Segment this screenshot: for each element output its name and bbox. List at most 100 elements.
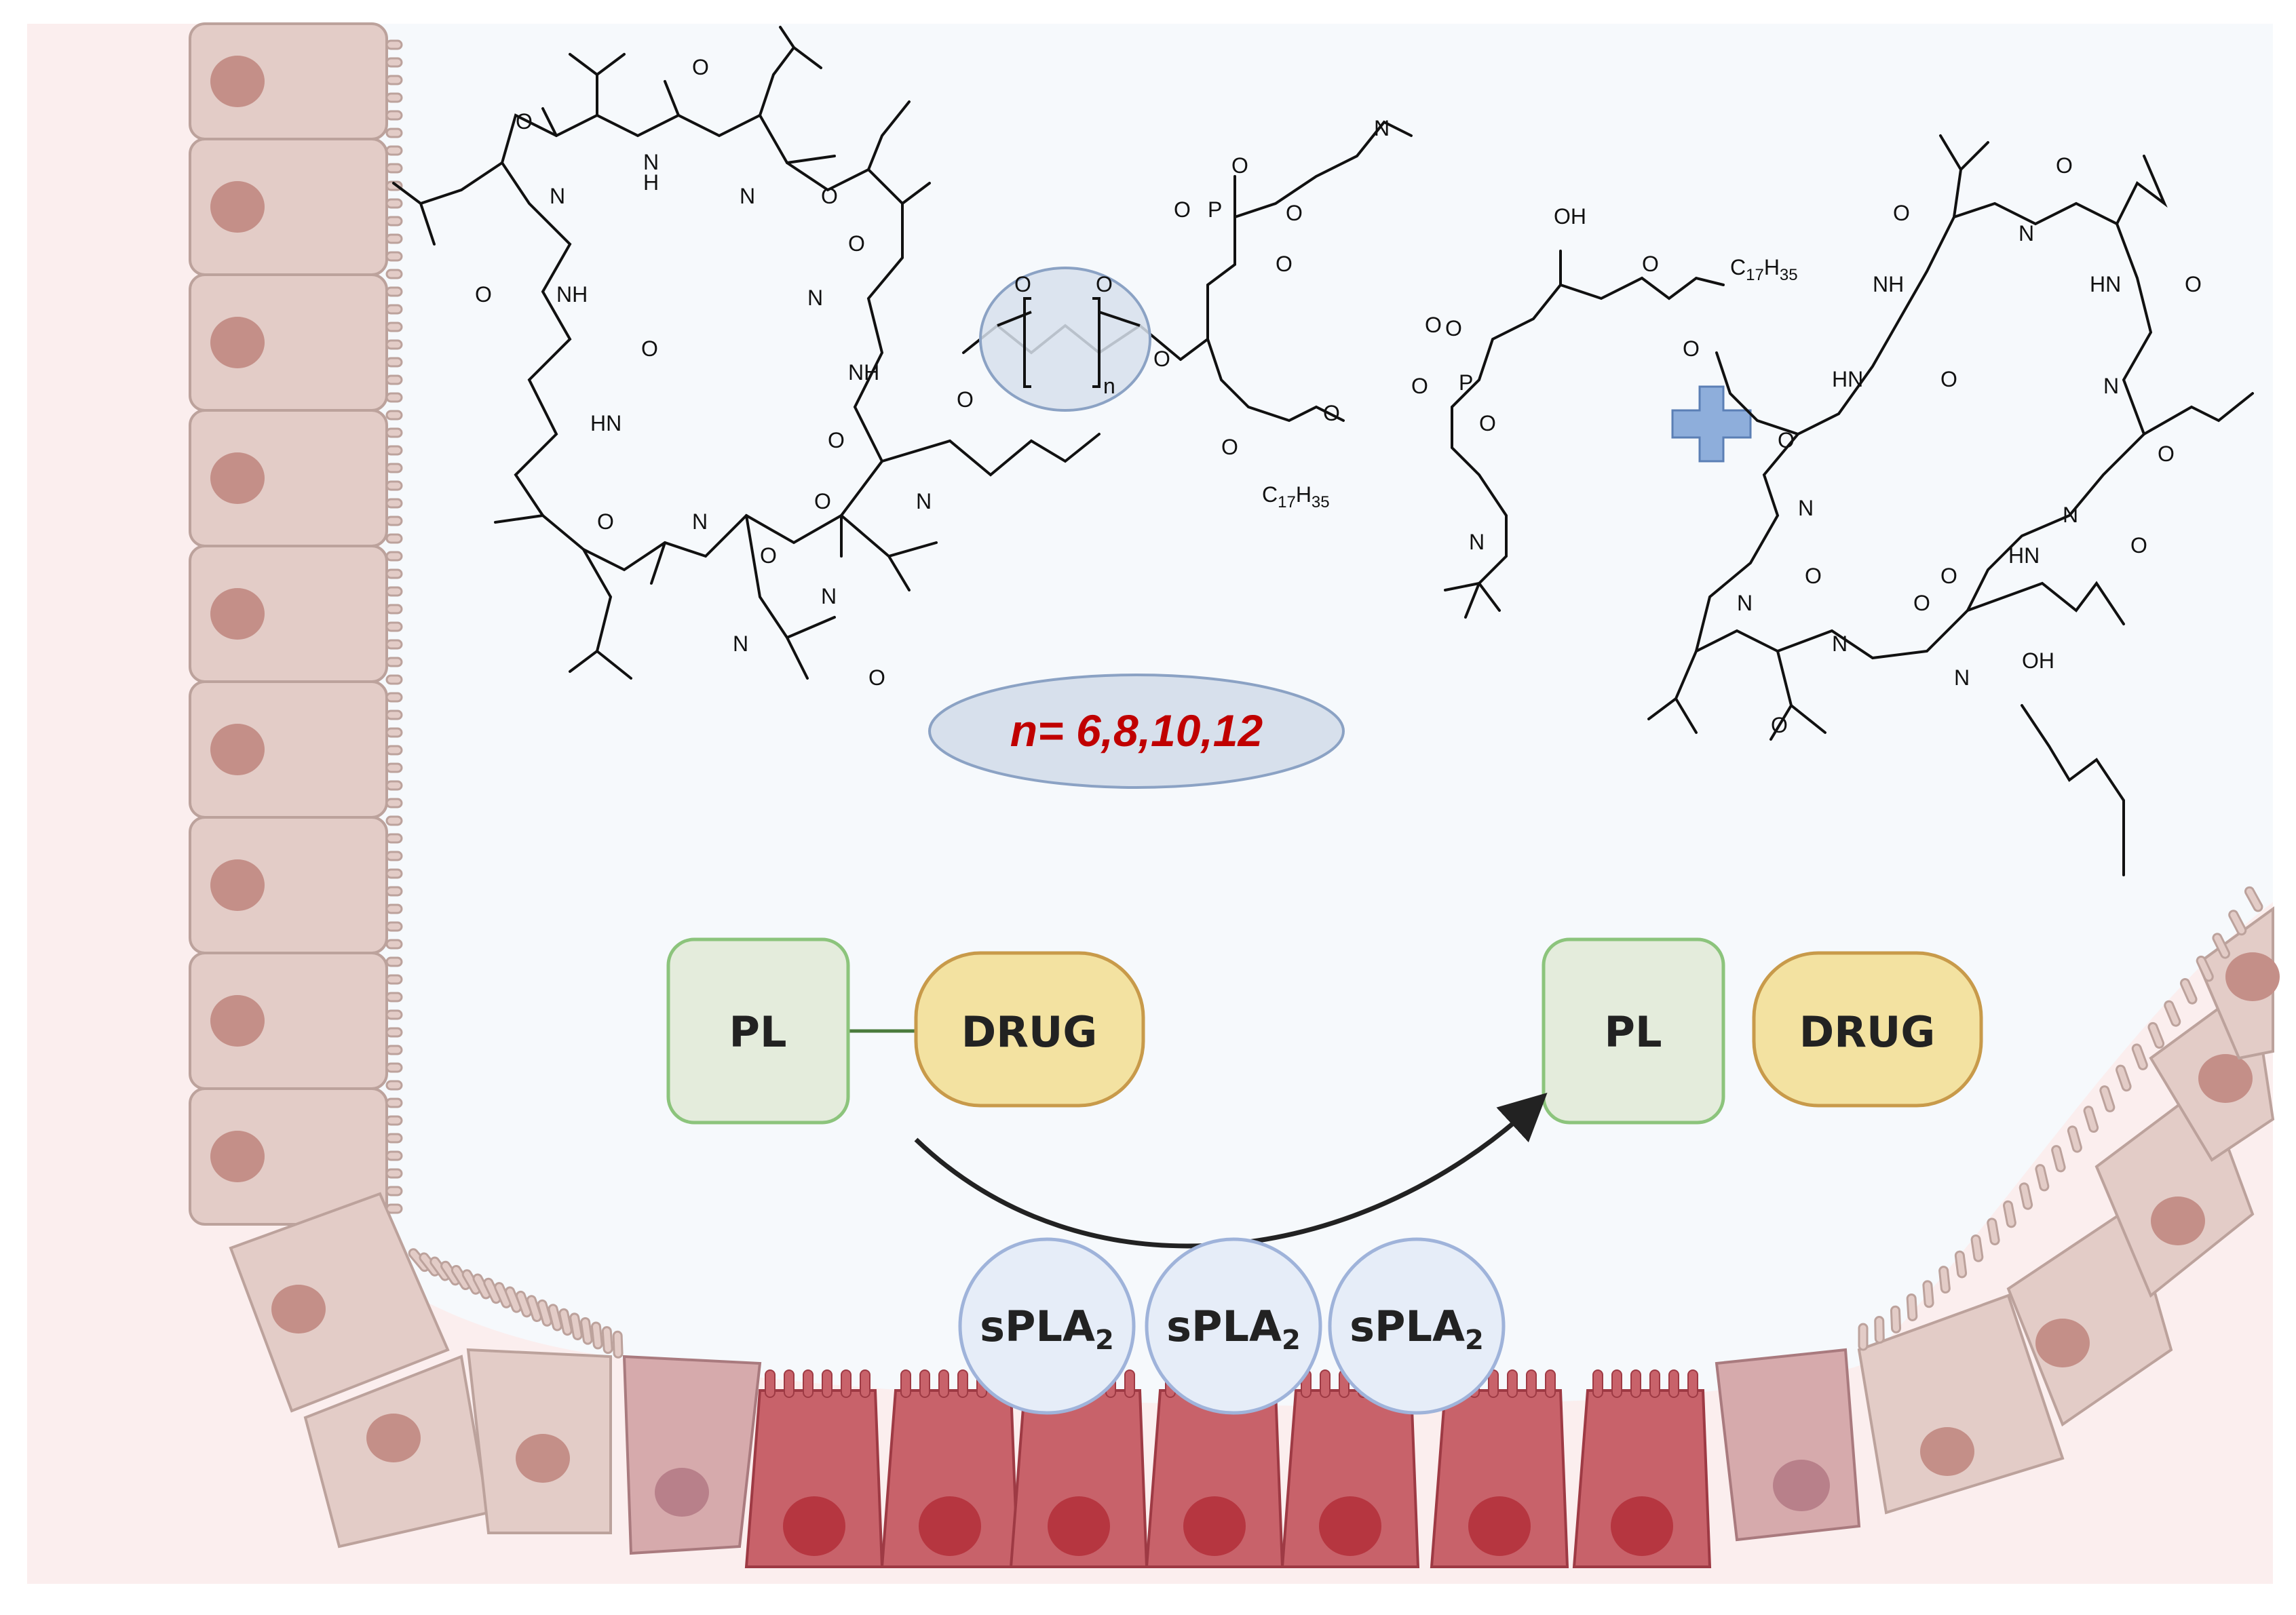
prodrug-pl-box [666, 937, 850, 1125]
right-left-atom-labels: OH OO OPO OON [1411, 204, 1700, 554]
nucleus [2198, 1054, 2253, 1103]
microvillus [1890, 1305, 1902, 1334]
plus-icon [1671, 385, 1752, 463]
microvillus [385, 427, 403, 438]
microvillus [385, 286, 403, 297]
microvillus [1320, 1369, 1331, 1398]
svg-text:O: O [1771, 713, 1788, 737]
microvillus [385, 974, 403, 985]
svg-text:HN: HN [590, 411, 621, 435]
svg-text:O: O [516, 109, 533, 134]
prodrug-drug-box [914, 951, 1145, 1108]
microvillus [385, 92, 403, 103]
microvillus [385, 1203, 403, 1214]
n-range-ellipse [928, 674, 1345, 789]
enzyme-circle [1328, 1237, 1506, 1415]
svg-text:N: N [1798, 496, 1814, 520]
microvillus [2067, 1125, 2082, 1153]
microvillus [385, 657, 403, 667]
released-drug-structure [1647, 134, 2254, 876]
svg-text:O: O [1893, 201, 1910, 225]
microvillus [601, 1326, 613, 1355]
svg-text:P: P [1208, 197, 1222, 222]
linker-bracket [997, 297, 1141, 388]
svg-text:O: O [1096, 272, 1113, 296]
released-pl-box [1542, 937, 1725, 1125]
left-c17h35-upper: C17H35 [1262, 482, 1330, 511]
microvillus [1687, 1369, 1698, 1398]
svg-text:O: O [2185, 272, 2202, 296]
microvillus [385, 269, 403, 279]
normal-cell [229, 1192, 450, 1413]
svg-text:O: O [1778, 428, 1795, 452]
bracket-subscript: n [1103, 374, 1115, 398]
nucleus [919, 1496, 981, 1556]
svg-text:HN: HN [2008, 543, 2040, 568]
microvillus [2131, 1043, 2148, 1070]
nucleus [1468, 1496, 1531, 1556]
svg-text:N: N [1374, 116, 1390, 140]
microvillus [385, 815, 403, 826]
microvillus [385, 551, 403, 562]
microvillus [385, 515, 403, 526]
microvillus [1526, 1369, 1537, 1398]
svg-text:OH: OH [1554, 204, 1586, 229]
microvillus [385, 128, 403, 138]
svg-text:O: O [1425, 313, 1442, 337]
svg-text:O: O [1323, 401, 1340, 425]
prodrug-pl-label: PL [729, 1007, 787, 1057]
microvillus [2164, 1000, 2181, 1027]
svg-text:O: O [692, 55, 709, 79]
svg-text:O: O [1153, 347, 1170, 371]
nucleus [516, 1434, 570, 1483]
microvillus [385, 39, 403, 50]
svg-text:N: N [821, 584, 837, 608]
microvillus [580, 1317, 593, 1345]
microvillus [2099, 1085, 2116, 1112]
svg-text:O: O [2056, 153, 2073, 178]
microvillus [385, 586, 403, 597]
svg-text:O: O [848, 231, 865, 256]
microvillus [385, 304, 403, 315]
microvillus [385, 75, 403, 85]
microvillus [385, 780, 403, 791]
microvillus [385, 709, 403, 720]
svg-text:O: O [814, 489, 831, 513]
svg-text:O: O [1683, 336, 1700, 361]
nucleus [1319, 1496, 1381, 1556]
microvillus [385, 374, 403, 385]
microvillus [385, 762, 403, 773]
svg-text:N: N [1737, 591, 1753, 615]
nucleus [2225, 952, 2280, 1001]
microvillus [2116, 1064, 2132, 1092]
microvillus [385, 692, 403, 703]
microvillus [558, 1308, 573, 1336]
microvillus [1545, 1369, 1556, 1398]
microvillus [385, 568, 403, 579]
released-drug-label: DRUG [1799, 1007, 1935, 1057]
svg-text:O: O [1276, 252, 1293, 276]
normal-cell [2006, 1205, 2173, 1427]
svg-text:O: O [1231, 153, 1248, 178]
svg-text:O: O [821, 184, 838, 208]
svg-text:O: O [1940, 367, 1957, 391]
microvillus [385, 498, 403, 509]
microvillus [385, 833, 403, 844]
microvillus [957, 1369, 968, 1398]
microvillus [1592, 1369, 1603, 1398]
microvillus [385, 445, 403, 456]
microvillus [385, 339, 403, 350]
microvillus [385, 57, 403, 68]
microvillus [385, 1045, 403, 1055]
right-c17h35: C17H35 [1730, 255, 1798, 284]
nucleus [2035, 1319, 2090, 1367]
microvillus [822, 1369, 833, 1398]
microvillus [2212, 933, 2231, 959]
nucleus [1920, 1427, 1974, 1476]
microvillus [385, 357, 403, 368]
svg-text:NH: NH [556, 282, 588, 307]
svg-text:O: O [828, 428, 845, 452]
microvillus [919, 1369, 930, 1398]
